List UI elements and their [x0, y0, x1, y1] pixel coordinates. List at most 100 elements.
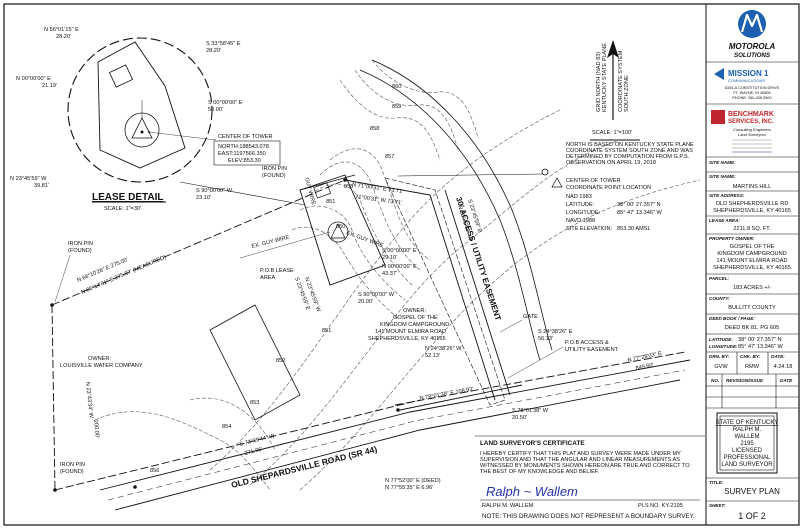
property-owner-value: GOSPEL OF THE — [730, 244, 775, 250]
gate-label: GATE — [523, 314, 538, 320]
owner-water-label: OWNER: — [88, 356, 111, 362]
bearing-label: 200.00' — [92, 420, 100, 439]
contour-label: 851 — [326, 199, 335, 205]
benchmark-tag: Land Surveyors — [738, 132, 766, 137]
surveyor-pls: PLS NO. KY-2195 — [638, 503, 683, 509]
contour-label: 859 — [392, 104, 401, 110]
lease-detail-title: LEASE DETAIL — [92, 192, 163, 203]
detail-bearing: N 00°00'00" E — [16, 76, 51, 82]
pob-lease-label: P.O.B LEASE — [260, 268, 294, 274]
guy-wire-label: GUY WIRE — [303, 177, 316, 206]
bearing-label: S 90°00'00" W — [358, 292, 395, 298]
iron-pin-label: (FOUND) — [60, 469, 84, 475]
shelter — [313, 182, 332, 199]
lease-area-value: 2211.8 SQ. FT. — [733, 226, 771, 232]
rev-date-label: DATE — [780, 378, 793, 383]
detail-bearing: 23.10' — [196, 195, 211, 201]
checked-value: RMW — [745, 364, 760, 370]
ex-guy-wire-label: EX. GUY WIRE — [251, 235, 290, 250]
lease-area-label: LEASE AREA: — [709, 218, 740, 223]
bearing-label: N 71°00'31" E 73.71' — [352, 182, 404, 195]
bearing-label: S 00°00'00" E — [382, 248, 417, 254]
bearing-label: S 73°39'44" W — [239, 433, 276, 448]
north-arrow-icon — [607, 40, 619, 58]
bearing-label: N 24°38'26" W — [425, 346, 462, 352]
north-arrow-label: SOUTH ZONE — [624, 75, 630, 112]
date-value: 4.24.18 — [774, 364, 793, 370]
tower-location-value: 85° 47' 13.346" W — [617, 210, 663, 216]
sheet-label: SHEET: — [709, 503, 726, 508]
iron-pin — [50, 303, 54, 307]
lease-detail-scale: SCALE: 1"=30' — [104, 206, 141, 212]
tower-coords-box — [213, 140, 281, 166]
tower-location-heading: CENTER OF TOWER — [566, 178, 621, 184]
benchmark-name: BENCHMARK — [728, 111, 774, 118]
warning-icon — [551, 177, 563, 188]
guy-wire — [239, 231, 331, 259]
contour-label: 856 — [150, 468, 159, 474]
drawn-by-value: GVW — [714, 364, 728, 370]
longitude-label: LONGITUDE: — [709, 344, 738, 349]
company-sub: SOLUTIONS — [734, 52, 771, 59]
property-owner-label: PROPERTY OWNER: — [709, 236, 755, 241]
sheet-border — [3, 3, 800, 526]
iron-pin — [53, 488, 57, 492]
tower-location-label: LONGITUDE: — [566, 210, 601, 216]
mission-logo-icon — [714, 68, 724, 80]
county-value: BULLITT COUNTY — [728, 305, 776, 311]
latitude-label: LATITUDE: — [709, 337, 733, 342]
bearing-label: N 23°43'34" W — [84, 382, 94, 420]
title-label: TITLE: — [709, 480, 724, 485]
contour-label: 851 — [322, 328, 331, 334]
detail-bearing: 50.00' — [208, 107, 223, 113]
iron-pin-label: IRON PIN — [68, 241, 93, 247]
bearing-label: 271.36' — [244, 447, 263, 457]
benchmark-tag: Consulting Engineers — [733, 127, 771, 132]
creek-line — [371, 59, 553, 351]
owner-church-label: GOSPEL OF THE — [393, 315, 438, 321]
detail-bearing: 39.81' — [34, 183, 49, 189]
pob-access-label: P.O.B ACCESS & — [565, 340, 609, 346]
tower-location-heading: COORDINATE POINT LOCATION — [566, 185, 651, 191]
bearing-label: S 24°38'26" E — [538, 329, 573, 335]
certificate-body: I HEREBY CERTIFY THAT THIS PLAT AND SURV… — [480, 451, 681, 457]
detail-tower-center — [140, 130, 144, 134]
leader — [54, 254, 71, 303]
owner-church-label: SHEPHERDSVILLE, KY 40165 — [368, 336, 446, 342]
tower-location-label: NAD 1983 — [566, 194, 592, 200]
contour-label: 857 — [385, 154, 394, 160]
north-note: NORTH IS BASED ON KENTUCKY STATE PLANE — [566, 142, 694, 148]
bearing-label: S 78°01'38" W — [512, 408, 549, 414]
surveyor-seal — [719, 415, 775, 471]
seal-text: WALLEM — [734, 434, 759, 440]
north-note: DETERMINED BY COMPUTATION FROM G.P.S. — [566, 154, 690, 160]
iron-pin — [133, 485, 137, 489]
road — [99, 359, 691, 511]
company-name: MOTOROLA — [729, 42, 776, 51]
motorola-logo-icon — [740, 13, 764, 33]
detail-bearing: 28.20' — [206, 48, 221, 54]
signature: Ralph ~ Wallem — [486, 484, 578, 499]
bearing-label: 43.37' — [382, 271, 397, 277]
mission-address: PHONE: 260-436-3900 — [732, 96, 771, 100]
date-label: DATE: — [771, 354, 785, 359]
detail-bearing: S 90°00'00" W — [196, 188, 233, 194]
sheet-number: 1 OF 2 — [738, 511, 766, 521]
tower-coord: ELEV:853.30 — [228, 158, 261, 164]
bearing-label: N 00°00'00" E — [382, 264, 417, 270]
north-note: COORDINATE SYSTEM SOUTH ZONE AND WAS — [566, 148, 693, 154]
bearing-label: 29.10' — [382, 255, 397, 261]
mission-address: 6334-A CONSTITUTION DRIVE — [725, 86, 780, 90]
contour-label: 852 — [276, 358, 285, 364]
deed-value: DEED BK 81, PG 605 — [725, 325, 779, 331]
tower-symbol — [327, 221, 349, 243]
detail-bearing: N 56°01'15" E — [44, 27, 79, 33]
iron-pin-label: (FOUND) — [68, 248, 92, 254]
north-arrow-label: KENTUCKY STATE PLANE — [602, 43, 608, 112]
detail-tower — [131, 117, 153, 139]
iron-pin — [396, 408, 400, 412]
iron-pin — [343, 178, 347, 182]
owner-church-label: KINGDOM CAMPGROUND — [380, 322, 449, 328]
site-name-heading: SITE NAME: — [709, 174, 736, 179]
bearing-label: N 77°52'00" E (DEED) — [385, 478, 441, 484]
